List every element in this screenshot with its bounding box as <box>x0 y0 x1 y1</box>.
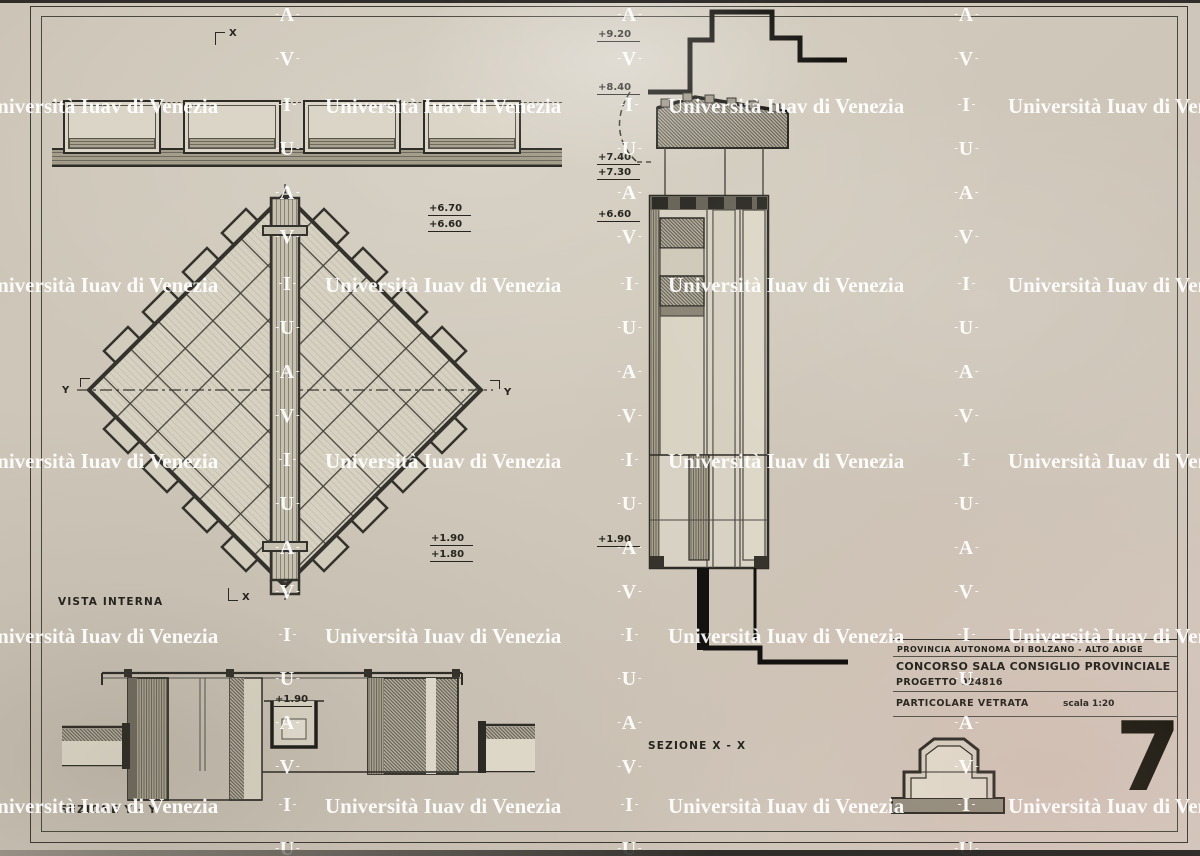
axis-label-y: Y <box>62 385 70 396</box>
left-arm <box>62 723 130 769</box>
joint-marker <box>124 669 132 677</box>
parapet-outline <box>648 9 847 95</box>
head-block <box>652 197 668 209</box>
joint-marker <box>226 669 234 677</box>
section-cut-marker-x-top: X <box>215 28 245 46</box>
skylight-box <box>183 100 281 154</box>
sheet-inner-border <box>41 16 1178 832</box>
channel-insert <box>281 718 307 740</box>
elevation-label: +6.70 <box>428 203 471 216</box>
elevation-label: +1.90 <box>597 534 640 547</box>
louver-block <box>659 217 705 249</box>
joint-marker <box>364 669 372 677</box>
elevation-label: +1.90 <box>274 694 313 707</box>
roof-slab <box>656 92 789 149</box>
inner-panel <box>742 209 766 561</box>
elevation-label: +7.30 <box>597 167 640 180</box>
skylight-box <box>63 100 161 154</box>
glass-panel <box>659 315 705 456</box>
lower-mullion-column <box>688 454 710 561</box>
title-code: PROGETTO 024816 <box>896 677 1003 688</box>
head-block <box>680 197 696 209</box>
axis-label-x: X <box>229 28 237 39</box>
section-xx-caption: SEZIONE X - X <box>648 740 747 752</box>
wall-slit <box>426 678 436 774</box>
section-cut-marker-y-left: Y <box>62 378 92 400</box>
spine-bottom-bracket <box>269 580 301 596</box>
title-block: PROVINCIA AUTONOMA DI BOLZANO - ALTO ADI… <box>891 636 1182 836</box>
skylight-sill <box>309 138 395 149</box>
sheet-number: 7 <box>1115 703 1182 813</box>
cut-corner-icon <box>215 32 225 45</box>
mullion-edge <box>128 678 137 800</box>
floor-support <box>697 568 709 650</box>
wall-band-edge <box>368 678 384 774</box>
skylight-box <box>423 100 521 154</box>
mullion-edge <box>230 678 244 800</box>
axis-label-x: X <box>242 592 250 603</box>
sheet-outer-border <box>30 6 1188 843</box>
elevation-label: +6.60 <box>597 209 640 222</box>
title-authority: PROVINCIA AUTONOMA DI BOLZANO - ALTO ADI… <box>897 645 1144 654</box>
spine-flange-bottom <box>262 541 308 552</box>
elevation-label: +7.40 <box>597 152 640 165</box>
cut-corner-icon <box>80 378 90 387</box>
elevation-label: +8.40 <box>597 82 640 95</box>
skylight-sill <box>189 138 275 149</box>
inner-panel <box>712 209 736 456</box>
photo-edge-top <box>0 0 1200 3</box>
title-rule <box>893 716 1178 717</box>
head-block <box>708 197 724 209</box>
plan-central-spine <box>269 196 301 582</box>
cut-corner-icon <box>490 380 500 389</box>
photo-edge-bottom <box>0 850 1200 856</box>
sill-foot <box>650 556 664 568</box>
skylight-elevation-drawing <box>52 88 562 168</box>
elevation-label: +9.20 <box>597 29 640 42</box>
spine-flange-top <box>262 225 308 236</box>
louver-gap <box>659 247 705 277</box>
wall-strip <box>650 210 660 568</box>
title-rule <box>893 691 1178 692</box>
elevation-label: +1.90 <box>430 533 473 546</box>
title-rule <box>893 656 1178 657</box>
section-cut-marker-y-right: Y <box>490 380 520 402</box>
floor-step-line <box>703 645 848 665</box>
title-subject: PARTICOLARE VETRATA <box>896 698 1029 709</box>
skylight-box <box>303 100 401 154</box>
right-arm <box>478 721 535 773</box>
section-cut-marker-x-bottom: X <box>228 588 258 604</box>
section-yy-drawing <box>62 669 535 801</box>
skylight-sill <box>429 138 515 149</box>
section-xx-drawing <box>618 9 848 665</box>
title-project: CONCORSO SALA CONSIGLIO PROVINCIALE <box>896 660 1171 673</box>
ceiling-plan-drawing <box>77 184 493 600</box>
elevation-label: +1.80 <box>430 549 473 562</box>
title-scale: scala 1:20 <box>1063 699 1115 709</box>
elevation-label: +6.60 <box>428 219 471 232</box>
key-section-drawing <box>891 737 1005 814</box>
louver-sill <box>659 305 705 317</box>
head-block <box>757 197 767 209</box>
louver-block <box>659 275 705 307</box>
section-yy-caption: SEZIONE Y - Y <box>60 804 158 816</box>
axis-label-y: Y <box>504 387 512 398</box>
skylight-sill <box>69 138 155 149</box>
cut-corner-icon <box>228 588 238 601</box>
sill-foot <box>754 556 768 568</box>
head-block <box>736 197 752 209</box>
joint-marker <box>452 669 460 677</box>
plan-caption: VISTA INTERNA <box>58 596 164 608</box>
title-rule <box>893 639 1178 640</box>
